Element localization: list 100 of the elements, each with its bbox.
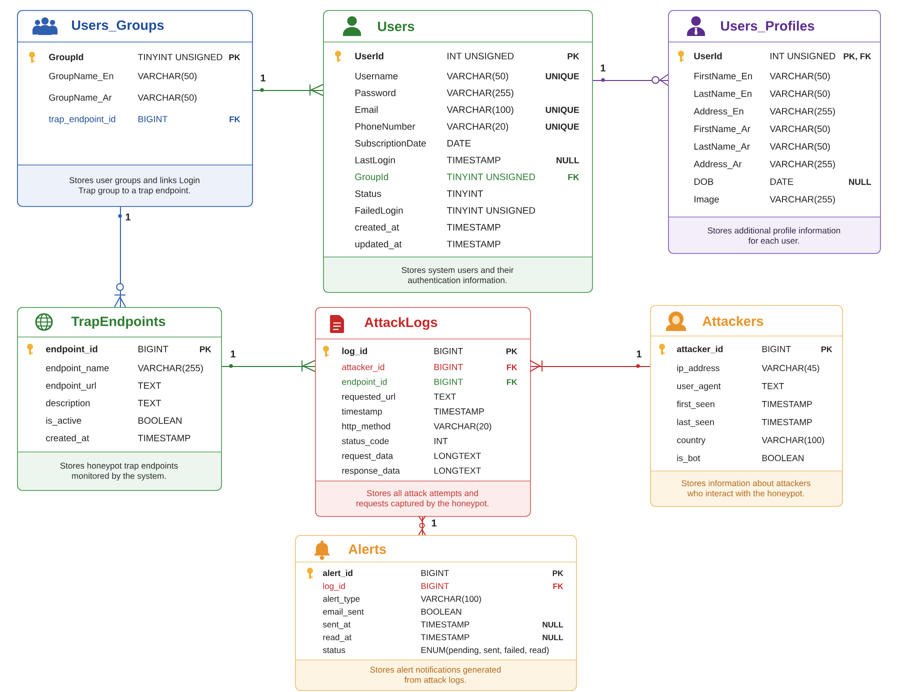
column-type: BIGINT [434, 364, 463, 370]
column-type: INT [434, 438, 448, 444]
column-name: ip_address [677, 364, 720, 373]
column-type: TEXT [138, 382, 161, 389]
column-type: TIMESTAMP [420, 621, 470, 628]
table-description: Stores honeypot trap endpoints monitored by the system. [17, 452, 221, 490]
column-name: Image [694, 196, 719, 204]
column-type: BIGINT [138, 116, 168, 122]
key-constraint: UNIQUE [546, 124, 579, 132]
column-type: BIGINT [138, 346, 168, 352]
relationship-line [592, 74, 668, 86]
column-name: endpoint_id [46, 346, 98, 354]
column-name: UserId [694, 52, 722, 60]
column-type: TIMESTAMP [446, 240, 500, 248]
column-type: TINYINT UNSIGNED [138, 54, 222, 60]
cardinality-label: 1 [259, 74, 267, 82]
column-type: VARCHAR(255) [446, 89, 514, 98]
key-constraint: NULL [556, 157, 580, 164]
key-constraint: PK, FK [844, 53, 872, 61]
table-description: Stores user groups and links Login Trap group to a trap endpoint. [17, 165, 252, 206]
column-name: alert_type [323, 596, 360, 604]
key-constraint: FK [506, 379, 518, 385]
column-type: VARCHAR(100) [420, 596, 481, 604]
column-name: created_at [46, 434, 90, 444]
column-name: Status [355, 190, 382, 197]
column-name: endpoint_id [342, 378, 387, 387]
key-constraint: FK [506, 364, 518, 370]
column-type: BIGINT [421, 570, 449, 576]
column-type: BOOLEAN [138, 417, 182, 424]
column-type: VARCHAR(50) [770, 90, 830, 99]
column-name: LastName_En [694, 90, 752, 99]
column-name: Password [355, 89, 396, 96]
column-name: Email [355, 106, 378, 113]
column-type: TIMESTAMP [446, 224, 500, 231]
column-type: VARCHAR(100) [762, 436, 824, 445]
relationship-line [221, 360, 316, 372]
column-name: read_at [323, 634, 352, 642]
column-type: TIMESTAMP [762, 418, 812, 426]
column-name: created_at [355, 224, 400, 232]
column-type: INT UNSIGNED [448, 52, 514, 60]
key-constraint: UNIQUE [546, 106, 579, 115]
relationship-line [530, 360, 650, 372]
column-name: Address_Ar [694, 160, 742, 170]
column-name: log_id [323, 582, 345, 591]
key-constraint: PK [506, 348, 518, 354]
table-description: Stores system users and their authentication information. [323, 257, 592, 292]
column-type: VARCHAR(255) [770, 108, 835, 116]
column-name: GroupName_Ar [49, 94, 112, 102]
column-type: VARCHAR(50) [770, 142, 830, 152]
column-type: VARCHAR(50) [138, 94, 196, 102]
table-description: Stores alert notifications generated from attack logs. [295, 660, 576, 690]
cardinality-label: 1 [229, 350, 237, 358]
column-name: GroupId [355, 173, 388, 182]
column-name: updated_at [355, 240, 402, 250]
column-name: log_id [342, 348, 368, 356]
column-type: TIMESTAMP [446, 156, 500, 164]
relationship-line [418, 516, 426, 536]
column-name: FailedLogin [355, 206, 403, 216]
column-name: GroupId [49, 54, 84, 62]
column-type: BOOLEAN [421, 608, 462, 615]
column-name: endpoint_name [46, 364, 109, 374]
column-name: attacker_id [676, 346, 723, 354]
column-type: BIGINT [434, 348, 463, 354]
cardinality-label: 1 [124, 212, 132, 222]
column-type: VARCHAR(20) [446, 122, 508, 132]
table-description: Stores information about attackers who interact with the honeypot. [650, 471, 842, 506]
column-name: status [322, 647, 346, 654]
table-title: Attackers [702, 316, 764, 326]
column-name: is_active [46, 417, 82, 426]
cardinality-label: 1 [430, 518, 438, 528]
column-name: request_data [342, 452, 394, 461]
column-type: TEXT [138, 400, 161, 406]
column-type: BIGINT [421, 583, 449, 590]
column-type: TIMESTAMP [434, 408, 484, 415]
column-name: attacker_id [342, 364, 384, 372]
column-type: VARCHAR(100) [446, 106, 514, 115]
column-type: VARCHAR(255) [770, 160, 835, 170]
table-title: Users [378, 22, 414, 32]
column-type: BIGINT [762, 346, 791, 352]
key-constraint: NULL [849, 178, 872, 185]
column-name: trap_endpoint_id [48, 116, 116, 124]
column-name: email_sent [323, 608, 364, 616]
cardinality-label: 1 [599, 64, 607, 72]
column-type: TINYINT UNSIGNED [446, 174, 536, 180]
column-type: TIMESTAMP [420, 634, 470, 640]
key-constraint: PK [568, 53, 580, 60]
column-type: VARCHAR(50) [446, 72, 508, 82]
column-type: ENUM(pending, sent, failed, read) [421, 646, 549, 655]
column-name: response_data [342, 467, 400, 476]
cardinality-label: 1 [635, 350, 643, 358]
relationship-line [252, 84, 324, 96]
column-type: VARCHAR(255) [770, 196, 835, 204]
column-name: is_bot [677, 454, 700, 463]
column-name: alert_id [322, 570, 352, 577]
column-type: DATE [770, 178, 794, 185]
table-title: TrapEndpoints [71, 316, 166, 329]
column-name: timestamp [342, 408, 382, 416]
column-name: user_agent [677, 383, 721, 391]
column-name: sent_at [322, 622, 351, 630]
column-type: TEXT [434, 394, 456, 400]
